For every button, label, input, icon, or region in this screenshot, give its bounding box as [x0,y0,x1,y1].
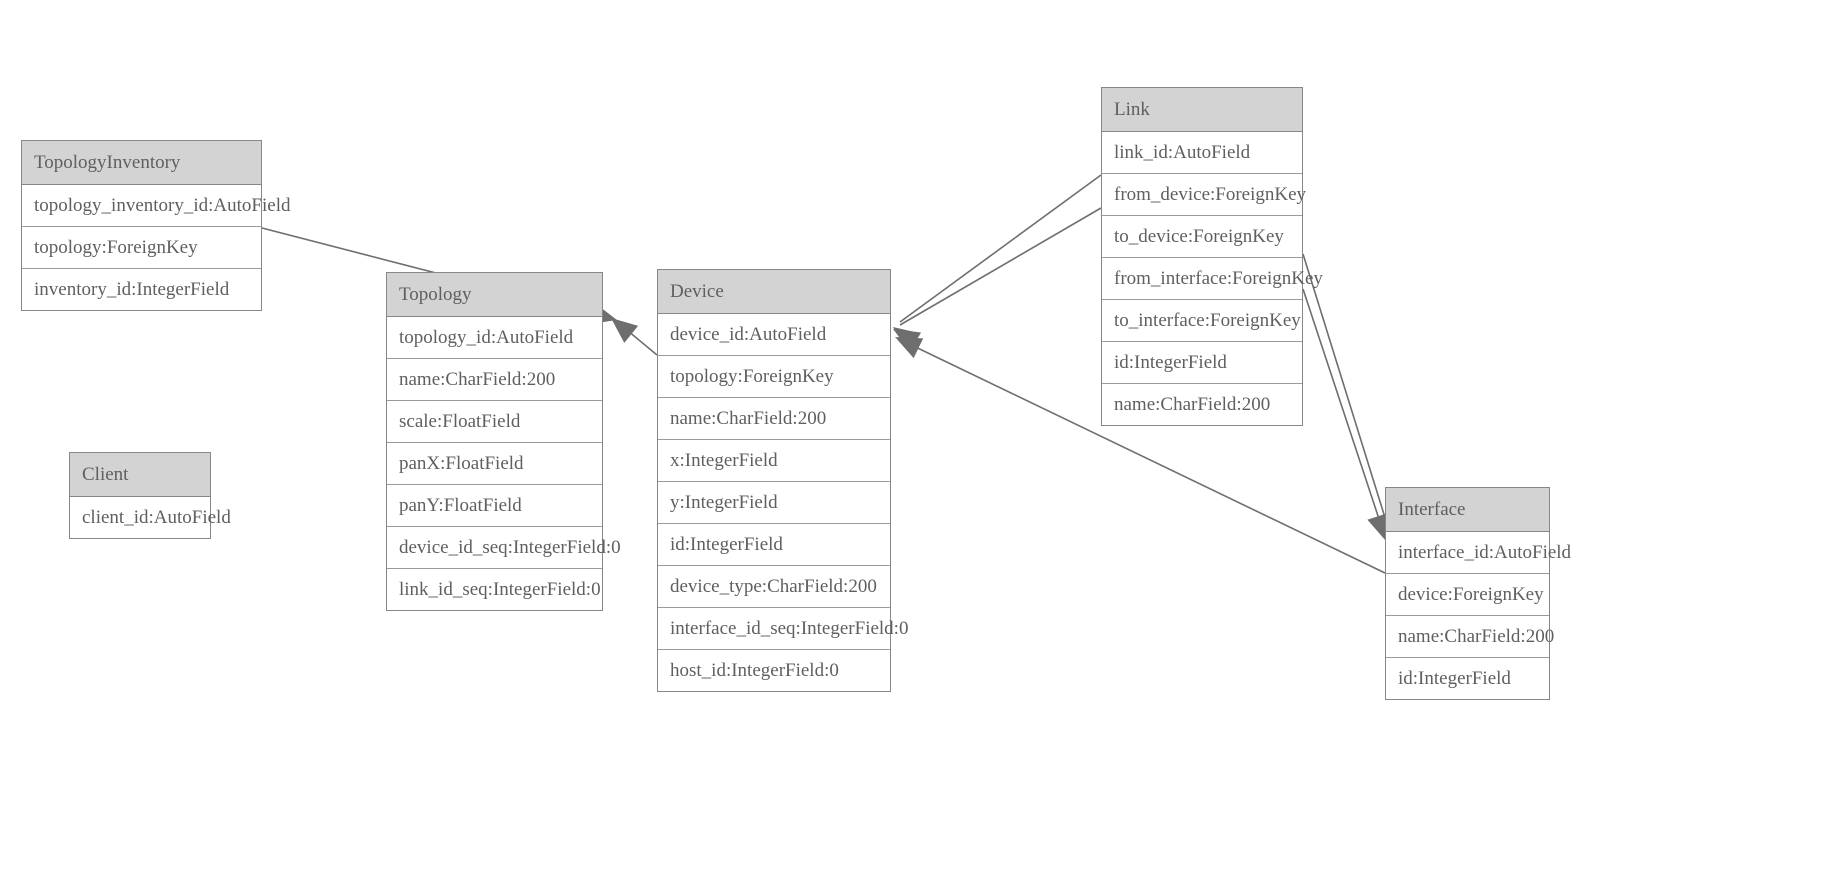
entity-field-row: link_id_seq:IntegerField:0 [387,568,602,610]
entity-title-topologyinventory: TopologyInventory [22,141,261,185]
entity-field-row: device_type:CharField:200 [658,565,890,607]
relationship-arrowhead [895,337,924,359]
entity-field-row: name:CharField:200 [1102,383,1302,425]
relationship-arrowhead [611,318,639,343]
entity-field-row: host_id:IntegerField:0 [658,649,890,691]
relationship-line [899,174,1102,323]
entity-field-row: topology_id:AutoField [387,317,602,358]
relationship-arrowhead [893,329,922,352]
entity-field-row: from_interface:ForeignKey [1102,257,1323,299]
entity-title-device: Device [658,270,890,314]
relationship-rel-link-to-interface [1302,288,1389,541]
entity-field-row: id:IntegerField [658,523,890,565]
relationship-rel-device-topology [611,318,658,356]
entity-field-row: y:IntegerField [658,481,890,523]
entity-field-row: inventory_id:IntegerField [22,268,261,310]
entity-field-row: name:CharField:200 [387,358,602,400]
relationship-line [899,207,1102,326]
relationship-line [621,325,658,356]
entity-title-link: Link [1102,88,1302,132]
entity-field-row: id:IntegerField [1386,657,1549,699]
entity-field-row: id:IntegerField [1102,341,1302,383]
relationship-line [1302,288,1382,526]
entity-field-row: device_id_seq:IntegerField:0 [387,526,621,568]
entity-field-row: panX:FloatField [387,442,602,484]
relationship-line [1302,253,1388,525]
entity-field-row: from_device:ForeignKey [1102,173,1306,215]
entity-title-interface: Interface [1386,488,1549,532]
entity-field-row: to_device:ForeignKey [1102,215,1302,257]
entity-field-row: link_id:AutoField [1102,132,1302,173]
entity-title-client: Client [70,453,210,497]
entity-field-row: panY:FloatField [387,484,602,526]
relationship-rel-link-from-device [893,174,1102,352]
relationship-rel-link-to-device [893,207,1102,352]
entity-field-row: interface_id:AutoField [1386,532,1571,573]
entity-field-row: topology_inventory_id:AutoField [22,185,291,226]
entity-field-row: device:ForeignKey [1386,573,1549,615]
entity-field-row: topology:ForeignKey [22,226,261,268]
entity-field-row: client_id:AutoField [70,497,231,538]
entity-field-row: scale:FloatField [387,400,602,442]
entity-field-row: name:CharField:200 [1386,615,1554,657]
entity-field-row: interface_id_seq:IntegerField:0 [658,607,908,649]
entity-title-topology: Topology [387,273,602,317]
entity-field-row: name:CharField:200 [658,397,890,439]
relationship-arrowhead [893,327,921,352]
entity-field-row: x:IntegerField [658,439,890,481]
entity-field-row: topology:ForeignKey [658,355,890,397]
entity-field-row: device_id:AutoField [658,314,890,355]
entity-field-row: to_interface:ForeignKey [1102,299,1302,341]
